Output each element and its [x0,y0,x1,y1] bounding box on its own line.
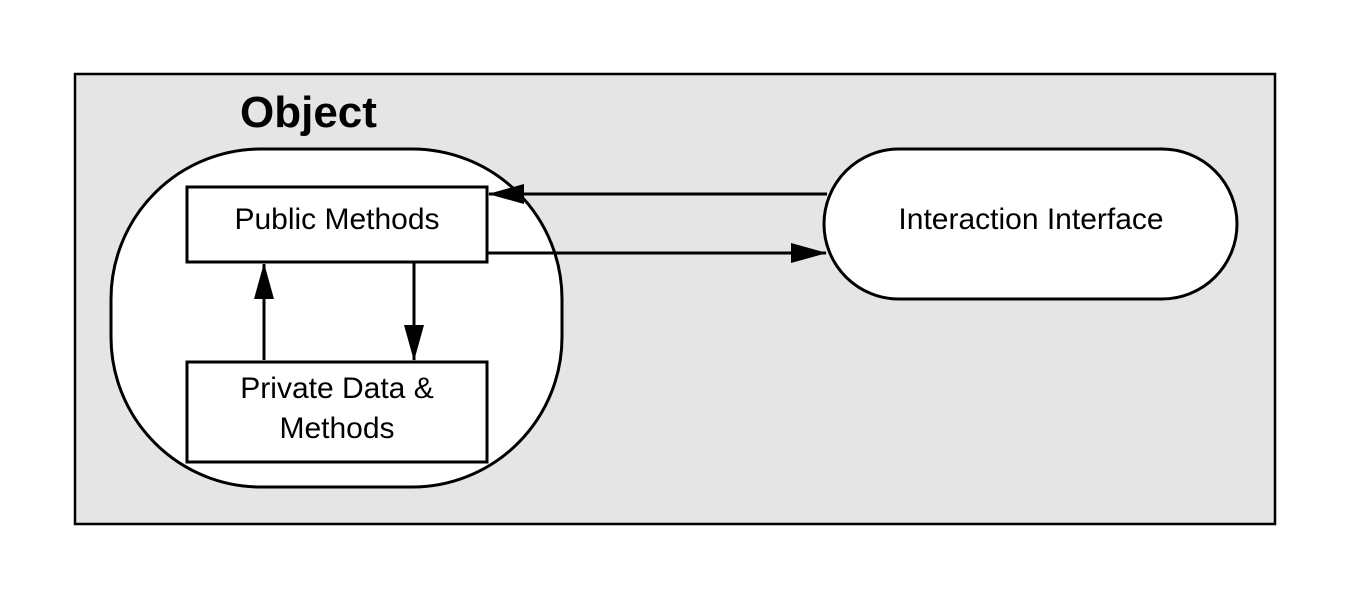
private-data-node [185,360,489,464]
public-methods-label: Public Methods [234,203,439,236]
interaction-interface-node [822,147,1239,301]
object-title: Object [240,88,377,137]
private-data-label-line2: Methods [279,412,394,445]
private-data-label-line1: Private Data & [240,372,433,405]
public-methods-node [185,185,489,264]
interaction-interface-label: Interaction Interface [898,203,1163,236]
